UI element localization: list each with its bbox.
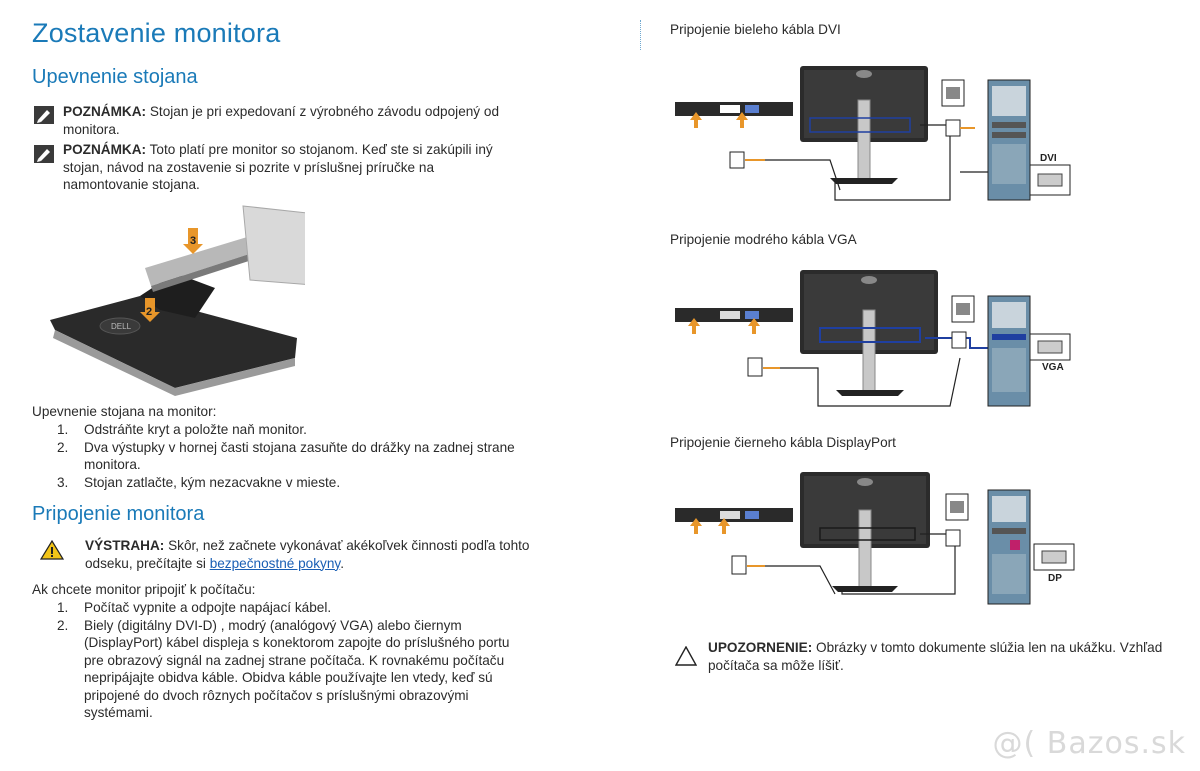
- power-outlet: [731, 555, 836, 595]
- note-text: Toto platí pre monitor so stojanom. Keď …: [63, 142, 493, 192]
- note-pencil-icon: [34, 106, 54, 124]
- connector-callouts: [951, 295, 1071, 361]
- step-number: 1.: [57, 422, 69, 437]
- note-pencil-icon: [34, 145, 54, 163]
- vga-connection-diagram: VGA: [675, 270, 1071, 407]
- step-text: Odstráňte kryt a položte naň monitor.: [84, 422, 307, 437]
- connect-intro: Ak chcete monitor pripojiť k počítaču:: [32, 582, 256, 597]
- dp-label: DP: [1048, 573, 1062, 584]
- power-outlet: [747, 357, 961, 407]
- step-number: 2.: [57, 617, 69, 633]
- dvi-connection-diagram: DVI: [675, 66, 1071, 201]
- stand-steps-list: 1.Odstráňte kryt a položte naň monitor. …: [32, 421, 522, 491]
- connector-callouts: [941, 79, 1071, 196]
- dvi-label: DVI: [1040, 153, 1057, 164]
- step-text: Dva výstupky v hornej časti stojana zasu…: [84, 439, 515, 473]
- note-stand-detached: POZNÁMKA: Stojan je pri expedovaní z výr…: [63, 103, 543, 138]
- caption-dp: Pripojenie čierneho kábla DisplayPort: [670, 435, 896, 450]
- power-outlet: [729, 151, 841, 191]
- svg-text:DELL: DELL: [111, 322, 132, 331]
- monitor-port-panel: [675, 308, 793, 334]
- computer-tower: [987, 489, 1031, 605]
- monitor-port-panel: [675, 102, 793, 128]
- computer-tower: [987, 295, 1031, 407]
- list-item: 2. Dva výstupky v hornej časti stojana za…: [32, 439, 522, 474]
- computer-tower: [987, 79, 1031, 201]
- warning-label: VÝSTRAHA:: [85, 538, 165, 553]
- dp-connection-diagram: DP: [675, 472, 1075, 605]
- caution-note: UPOZORNENIE: Obrázky v tomto dokumente s…: [708, 639, 1168, 674]
- connector-callouts: [945, 493, 1075, 571]
- step-number: 1.: [57, 600, 69, 615]
- list-item: 1. Odstráňte kryt a položte naň monitor.: [32, 421, 522, 439]
- section-heading-stand: Upevnenie stojana: [32, 66, 198, 88]
- note-label: POZNÁMKA:: [63, 142, 147, 157]
- callout-2: 2: [146, 306, 152, 318]
- column-divider: [640, 20, 641, 50]
- caption-dvi: Pripojenie bieleho kábla DVI: [670, 22, 841, 37]
- stand-assembly-illustration: DELL 3 2: [50, 205, 305, 396]
- list-item: 3. Stojan zatlačte, kým nezacvakne v mies…: [32, 474, 522, 492]
- list-item: 1. Počítač vypnite a odpojte napájací káb…: [32, 599, 542, 617]
- vga-label: VGA: [1042, 362, 1064, 373]
- note-text: Stojan je pri expedovaní z výrobného záv…: [63, 104, 500, 137]
- callout-3: 3: [190, 235, 196, 247]
- note-label: POZNÁMKA:: [63, 104, 147, 119]
- section-heading-connect: Pripojenie monitora: [32, 503, 205, 525]
- warning-end: .: [340, 555, 344, 571]
- step-number: 3.: [57, 474, 69, 490]
- caution-icon: [675, 646, 697, 666]
- stand-intro: Upevnenie stojana na monitor:: [32, 404, 217, 419]
- monitor-back: [800, 66, 928, 184]
- page-title: Zostavenie monitora: [32, 18, 281, 48]
- monitor-port-panel: [675, 508, 793, 534]
- monitor-back: [800, 472, 930, 592]
- warning-icon: [40, 540, 64, 560]
- caption-vga: Pripojenie modrého kábla VGA: [670, 232, 857, 247]
- step-text: Stojan zatlačte, kým nezacvakne v mieste…: [84, 474, 341, 490]
- list-item: 2. Biely (digitálny DVI-D) , modrý (analó…: [32, 617, 542, 722]
- watermark: @( Bazos.sk: [992, 726, 1186, 761]
- caution-label: UPOZORNENIE:: [708, 640, 813, 655]
- connect-steps-list: 1. Počítač vypnite a odpojte napájací káb…: [32, 599, 542, 722]
- step-text: Počítač vypnite a odpojte napájací kábel…: [84, 600, 332, 615]
- caution-text: Obrázky v tomto dokumente slúžia len na …: [708, 640, 1163, 673]
- warning-note: VÝSTRAHA: Skôr, než začnete vykonávať ak…: [85, 537, 535, 572]
- step-number: 2.: [57, 439, 69, 455]
- note-other-stand: POZNÁMKA: Toto platí pre monitor so stoj…: [63, 141, 518, 194]
- monitor-back: [800, 270, 938, 396]
- warning-text: Skôr, než začnete vykonávať akékoľvek či…: [85, 538, 530, 571]
- step-text: Biely (digitálny DVI-D) , modrý (analógo…: [84, 617, 510, 721]
- safety-instructions-link[interactable]: bezpečnostné pokyny: [209, 555, 341, 571]
